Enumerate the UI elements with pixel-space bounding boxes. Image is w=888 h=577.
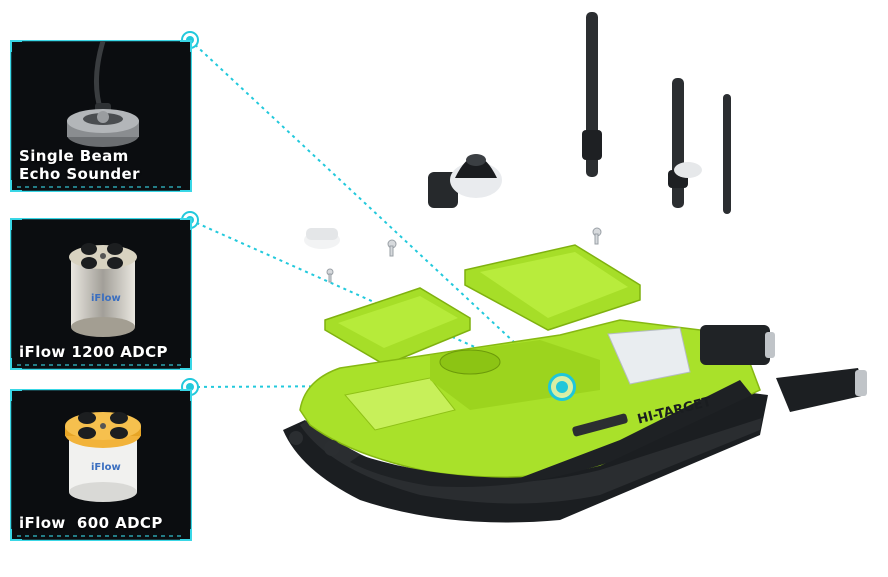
white-cap (304, 228, 340, 249)
card-label: Single Beam Echo Sounder (19, 147, 140, 183)
card-iflow-1200-adcp: iFlow iFlow 1200 ADCP (10, 218, 192, 370)
card-single-beam-echo-sounder: Single Beam Echo Sounder (10, 40, 192, 192)
card-label-line-2: Echo Sounder (19, 165, 140, 183)
antenna-medium (672, 78, 684, 208)
card-tick-bar (17, 364, 185, 366)
card-tick-bar (17, 535, 185, 537)
corner-mark (180, 529, 191, 540)
sensor-mount-point (548, 373, 576, 401)
dome-camera (428, 154, 502, 208)
corner-mark (11, 219, 22, 230)
card-label-line-1: Single Beam (19, 147, 129, 165)
card-tick-bar (17, 186, 185, 188)
corner-mark (180, 41, 191, 52)
corner-mark (180, 219, 191, 230)
corner-mark (11, 390, 22, 401)
card-label: iFlow 600 ADCP (19, 514, 163, 532)
adcp-600-brand-mark: iFlow (91, 462, 121, 473)
corner-mark (11, 529, 22, 540)
card-label-line-1: iFlow 600 ADCP (19, 514, 163, 532)
echo-sounder-icon (67, 41, 139, 147)
corner-mark (180, 390, 191, 401)
corner-mark (180, 358, 191, 369)
card-label: iFlow 1200 ADCP (19, 343, 168, 361)
boat-hull: HI-TARGET (283, 319, 867, 523)
corner-mark (11, 180, 22, 191)
card-label-line-1: iFlow 1200 ADCP (19, 343, 168, 361)
corner-mark (180, 180, 191, 191)
adcp-1200-icon: iFlow (69, 243, 137, 337)
corner-mark (11, 358, 22, 369)
card-iflow-600-adcp: iFlow iFlow 600 ADCP (10, 389, 192, 541)
connector-line-echo-sounder (189, 39, 561, 386)
adcp-600-icon: iFlow (65, 412, 141, 502)
antenna-group (582, 12, 731, 214)
antenna-short (723, 94, 731, 214)
adcp-1200-brand-mark: iFlow (91, 293, 121, 304)
corner-mark (11, 41, 22, 52)
